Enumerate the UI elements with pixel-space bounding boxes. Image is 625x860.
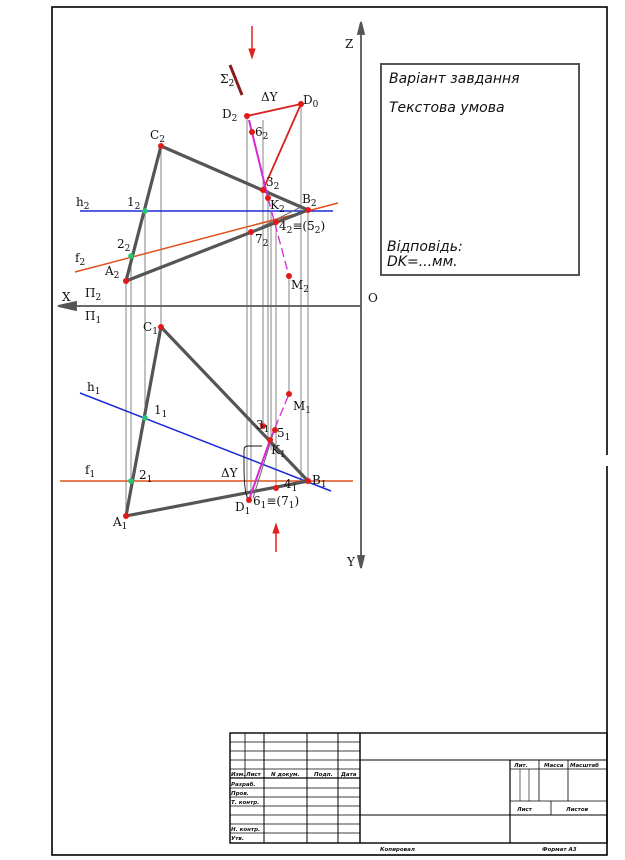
frontal-green-points bbox=[128, 208, 148, 259]
label-c2: C2 bbox=[150, 128, 165, 145]
triangle-abc-frontal bbox=[124, 144, 310, 283]
label-h1: h1 bbox=[87, 380, 100, 397]
sigma-plane-trace bbox=[228, 64, 244, 96]
task-answer-value: DK=...мм. bbox=[387, 254, 458, 270]
svg-text:Копировал: Копировал bbox=[380, 847, 415, 853]
label-k1: K1 bbox=[271, 443, 286, 460]
label-k2: K2 bbox=[270, 198, 285, 215]
label-m2: M2 bbox=[291, 278, 309, 295]
view-arrow-top bbox=[248, 26, 256, 60]
svg-text:Лит.: Лит. bbox=[513, 763, 528, 769]
triangle-abc-horizontal bbox=[124, 325, 310, 518]
task-condition: Текстова умова bbox=[389, 100, 505, 116]
svg-text:Листов: Листов bbox=[565, 807, 589, 813]
label-d2: D2 bbox=[222, 107, 237, 124]
horizontal-green-points bbox=[128, 415, 148, 484]
plane-pi1-label: Π1 bbox=[85, 309, 101, 326]
label-sigma2: Σ2 bbox=[220, 72, 234, 89]
outer-frame bbox=[51, 6, 608, 856]
horizontal-projection bbox=[60, 324, 353, 552]
label-f2: f2 bbox=[75, 251, 85, 268]
svg-text:Т. контр.: Т. контр. bbox=[231, 800, 259, 806]
title-block bbox=[229, 732, 608, 844]
label-d1: D1 bbox=[235, 500, 250, 517]
label-1-2: 12 bbox=[127, 195, 140, 212]
svg-text:N докум.: N докум. bbox=[271, 772, 300, 778]
line-dm-horizontal bbox=[248, 439, 271, 501]
label-1-1: 11 bbox=[154, 403, 167, 420]
label-b1: B1 bbox=[312, 473, 327, 490]
label-c1: C1 bbox=[143, 320, 158, 337]
frontal-projection bbox=[74, 26, 339, 284]
plane-pi2-label: Π2 bbox=[85, 286, 101, 303]
svg-text:Формат А3: Формат А3 bbox=[542, 847, 577, 853]
label-4-1: 41 bbox=[284, 477, 297, 494]
axis-x-label: X bbox=[62, 290, 71, 304]
svg-text:Лист: Лист bbox=[516, 807, 533, 813]
label-4-2-5-2: 42≡(52) bbox=[279, 219, 325, 236]
label-a1: A1 bbox=[112, 515, 127, 532]
svg-text:Подп.: Подп. bbox=[314, 772, 333, 778]
projection-link-lines bbox=[125, 104, 309, 516]
label-6-2: 62 bbox=[255, 125, 268, 142]
label-a2: A2 bbox=[104, 264, 119, 281]
delta-y-bracket bbox=[243, 445, 262, 466]
svg-text:Разраб.: Разраб. bbox=[231, 781, 256, 788]
label-h2: h2 bbox=[76, 195, 89, 212]
task-variant: Варіант завдання bbox=[389, 71, 520, 87]
label-6-1-7-1: 61≡(71) bbox=[253, 494, 299, 511]
delta-y-bracket-bottom bbox=[243, 465, 250, 501]
view-arrow-bottom bbox=[272, 522, 280, 552]
label-7-2: 72 bbox=[255, 232, 268, 249]
label-2-2: 22 bbox=[117, 237, 130, 254]
svg-text:Утв.: Утв. bbox=[231, 836, 244, 842]
svg-text:Пров.: Пров. bbox=[231, 791, 249, 797]
label-3-2: 32 bbox=[266, 175, 279, 192]
label-m1: M1 bbox=[293, 399, 311, 416]
task-answer-label: Відповідь: bbox=[387, 239, 463, 255]
label-2-1: 21 bbox=[139, 468, 152, 485]
h1-line bbox=[79, 392, 332, 492]
svg-text:Масса: Масса bbox=[544, 763, 564, 769]
origin-label: O bbox=[368, 291, 378, 305]
label-delta-y-frontal: ΔY bbox=[261, 90, 279, 104]
label-5-1: 51 bbox=[277, 426, 290, 443]
label-delta-y-horizontal: ΔY bbox=[221, 466, 239, 480]
svg-text:Лист: Лист bbox=[245, 772, 262, 778]
label-f1: f1 bbox=[85, 463, 95, 480]
frontal-points bbox=[123, 101, 311, 284]
svg-text:Изм.: Изм. bbox=[231, 772, 245, 778]
projection-axes bbox=[57, 21, 366, 569]
title-block-text: Изм. Лист N докум. Подп. Дата Разраб. Пр… bbox=[231, 762, 599, 853]
line-dm-frontal-hidden bbox=[267, 197, 290, 277]
svg-text:Дата: Дата bbox=[340, 772, 357, 778]
horizontal-points bbox=[123, 324, 311, 519]
axis-z-label: Z bbox=[345, 37, 353, 51]
label-3-1: 31 bbox=[256, 418, 269, 435]
svg-text:Масштаб: Масштаб bbox=[570, 762, 599, 769]
label-b2: B2 bbox=[302, 192, 317, 209]
task-box: Варіант завдання Текстова умова Відповід… bbox=[380, 63, 580, 276]
svg-text:Н. контр.: Н. контр. bbox=[231, 827, 260, 833]
label-d0: D0 bbox=[303, 93, 319, 110]
axis-y-label: Y bbox=[346, 555, 356, 569]
